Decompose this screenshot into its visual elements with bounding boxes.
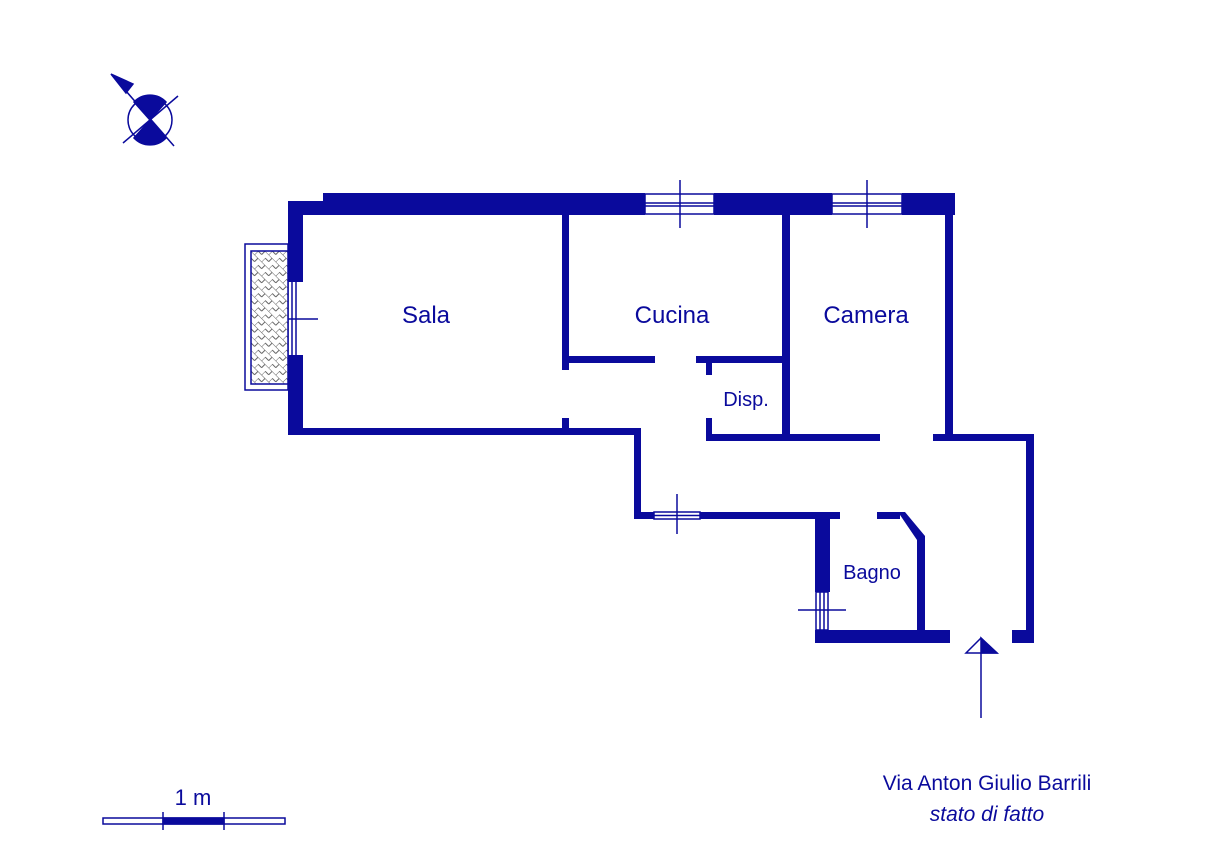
room-label-cucina: Cucina <box>635 302 710 329</box>
walls <box>288 193 1034 643</box>
room-label-camera: Camera <box>823 302 909 329</box>
balcony-hatch <box>244 243 289 391</box>
address-text: Via Anton Giulio Barrili <box>883 772 1092 795</box>
room-label-bagno: Bagno <box>843 562 901 584</box>
window-icon <box>270 180 903 631</box>
scale-label: 1 m <box>175 785 212 810</box>
status-text: stato di fatto <box>930 803 1045 826</box>
entrance-arrow-icon <box>964 636 999 718</box>
compass-icon <box>110 73 179 147</box>
scale-bar <box>102 812 286 830</box>
room-label-sala: Sala <box>402 302 451 329</box>
room-label-disp: Disp. <box>723 389 769 411</box>
